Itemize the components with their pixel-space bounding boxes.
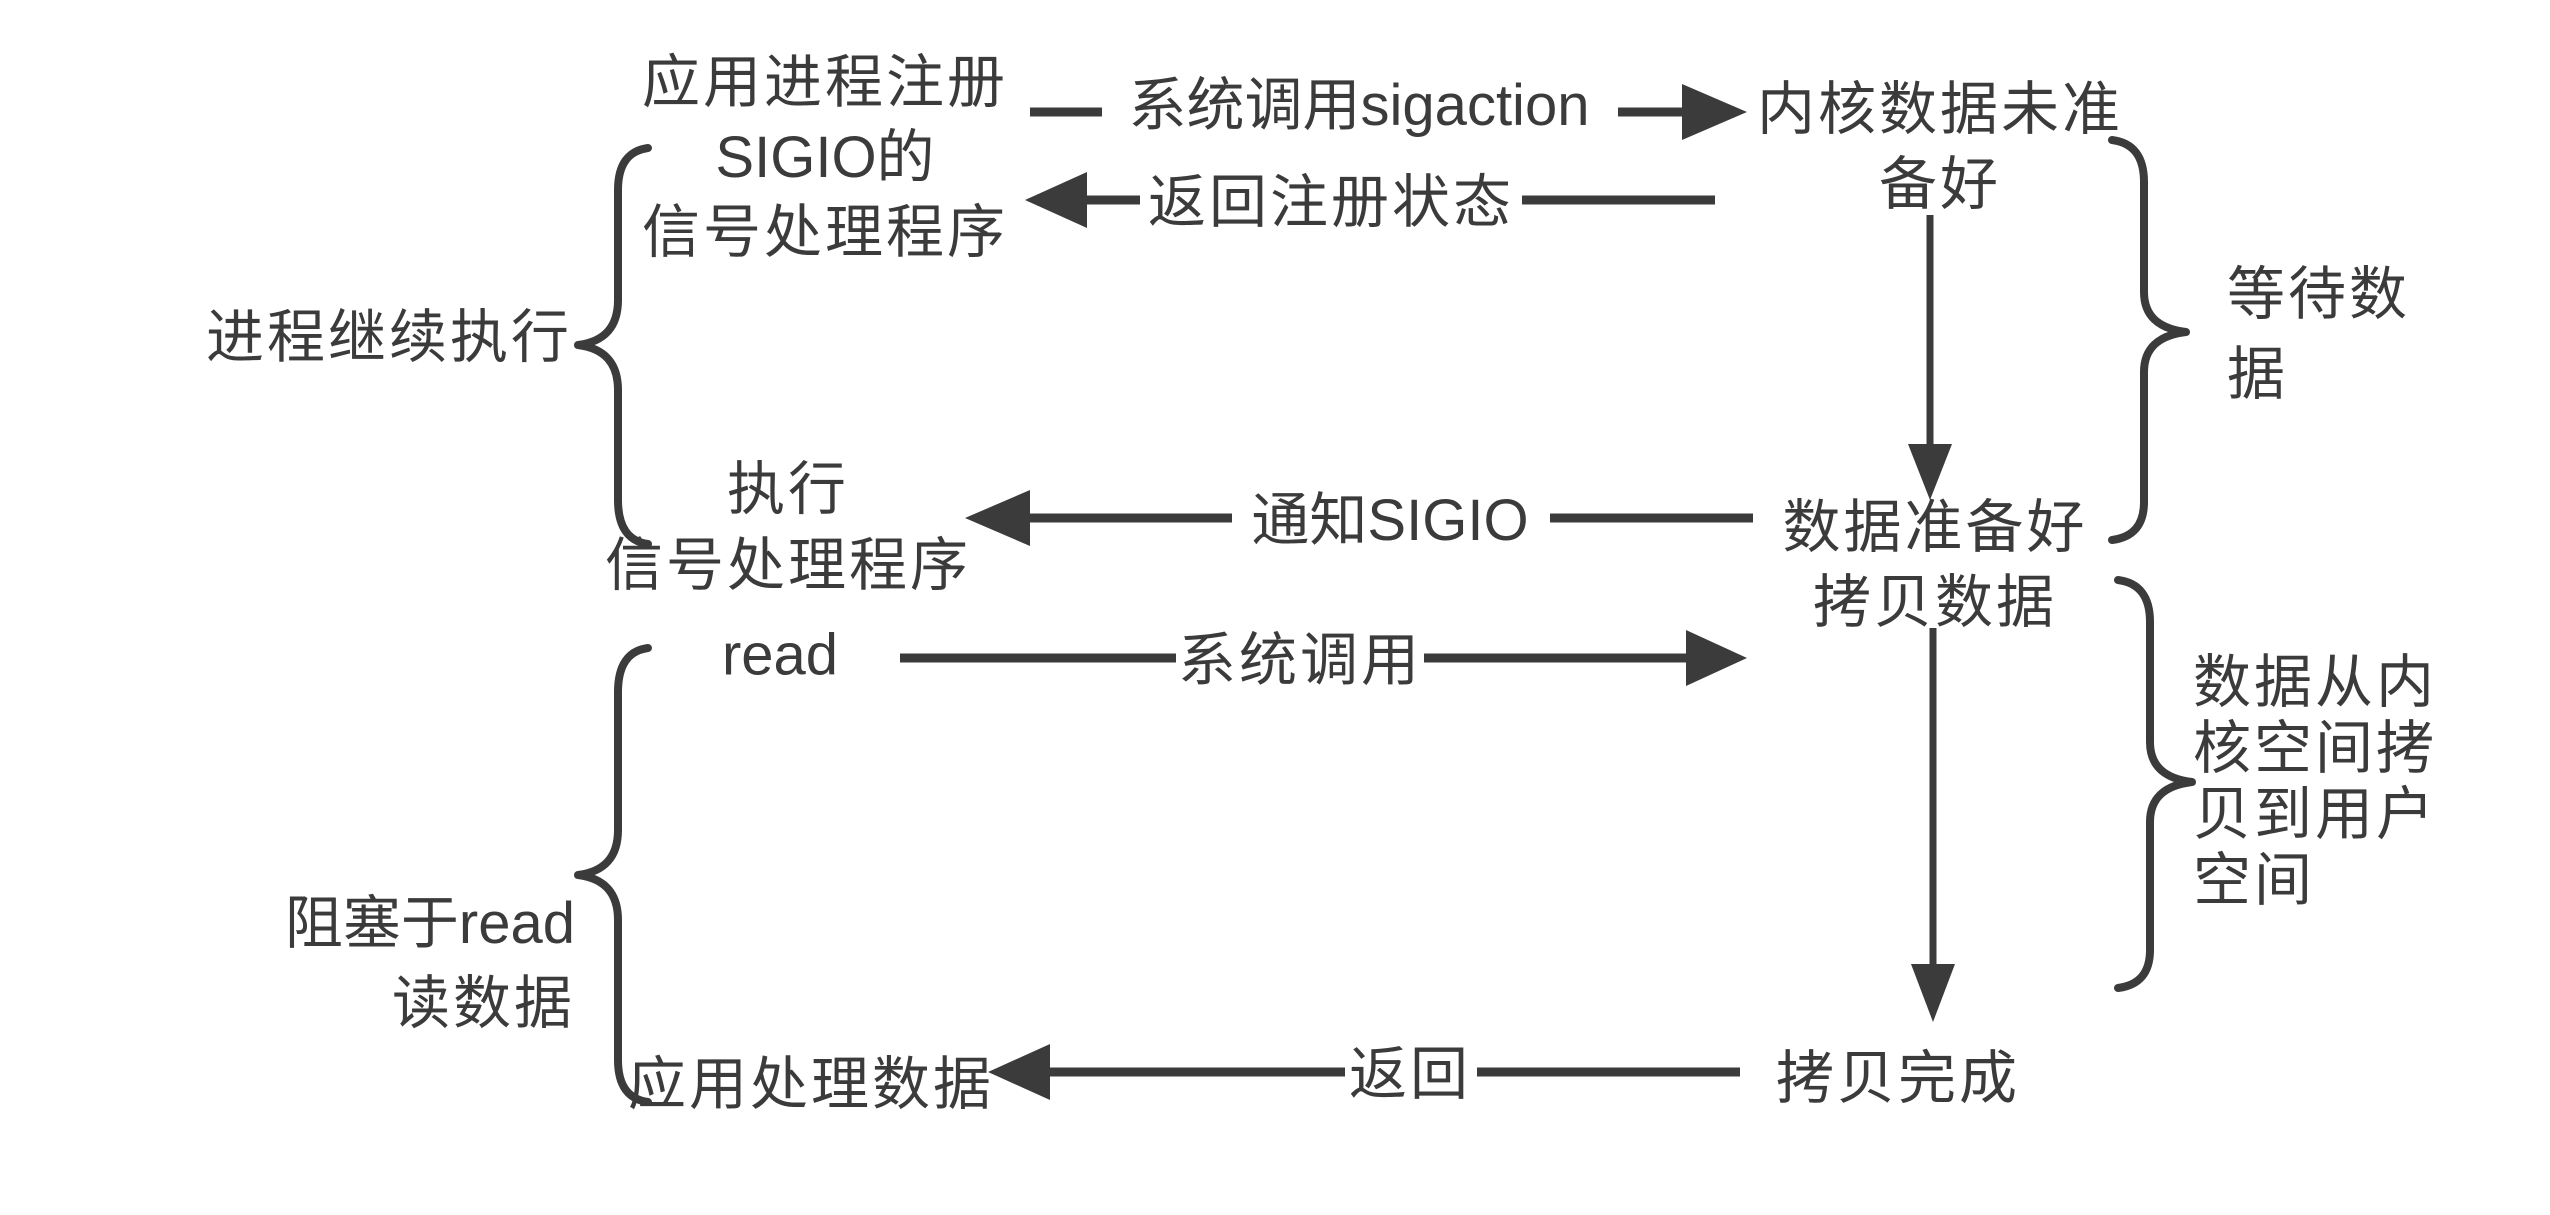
right-brace-wait-data-icon: [2108, 136, 2190, 544]
label-wait-data: 等待数 据: [2227, 255, 2410, 415]
arrow-label-notify-sigio: 通知SIGIO: [1251, 488, 1529, 553]
arrowhead-right-icon: [1682, 84, 1747, 140]
label-copy-to-user-line4: 空间: [2193, 848, 2316, 913]
node-exec-handler-line2: 信号处理程序: [604, 533, 972, 598]
label-copy-to-user-line3: 贝到用户: [2193, 782, 2438, 847]
arrow-label-return-result: 返回: [1348, 1042, 1472, 1107]
label-wait-data-line2: 据: [2227, 342, 2289, 407]
arrowhead-right-icon: [1686, 630, 1747, 686]
node-exec-handler: 执行 信号处理程序: [605, 452, 971, 604]
arrow-read-syscall: [900, 630, 1747, 686]
arrowhead-left-icon: [965, 490, 1030, 546]
arrowhead-left-icon: [988, 1044, 1050, 1100]
label-wait-data-line1: 等待数: [2227, 262, 2411, 327]
node-read-call: read: [721, 622, 839, 688]
node-process-data: 应用处理数据: [627, 1052, 995, 1117]
label-copy-to-user-line2: 核空间拷: [2193, 716, 2438, 781]
left-brace-blocked-on-read-icon: [574, 644, 652, 1106]
arrow-return-result: [988, 1044, 1740, 1100]
node-exec-handler-line1: 执行: [726, 457, 850, 522]
arrowhead-down-icon: [1908, 444, 1952, 500]
label-copy-to-user: 数据从内 核空间拷 贝到用户 空间: [2193, 650, 2437, 914]
arrowhead-down-icon: [1911, 964, 1955, 1022]
node-register-handler-line3: 信号处理程序: [641, 200, 1009, 265]
node-data-not-ready-line1: 内核数据未准: [1756, 77, 2124, 142]
node-data-ready: 数据准备好 拷贝数据: [1782, 490, 2087, 640]
label-process-continues: 进程继续执行: [205, 305, 573, 370]
label-blocked-on-read-line2: 读数据: [391, 971, 575, 1036]
right-brace-copy-to-user-icon: [2114, 576, 2196, 992]
node-data-ready-line2: 拷贝数据: [1812, 570, 2058, 635]
node-data-not-ready: 内核数据未准 备好: [1757, 72, 2123, 222]
node-register-handler-line2: SIGIO的: [715, 125, 935, 190]
left-brace-process-continues-icon: [574, 144, 652, 548]
arrow-label-sigaction-call: 系统调用sigaction: [1128, 73, 1590, 138]
arrow-copy-progress: [1911, 628, 1955, 1022]
node-copy-complete: 拷贝完成: [1775, 1046, 2021, 1111]
label-copy-to-user-line1: 数据从内: [2193, 650, 2438, 715]
node-data-not-ready-line2: 备好: [1878, 152, 2002, 217]
arrow-sigaction-call: [1030, 84, 1747, 140]
node-register-handler: 应用进程注册 SIGIO的 信号处理程序: [642, 45, 1008, 270]
arrow-wait-progress: [1908, 215, 1952, 500]
label-blocked-on-read: 阻塞于read 读数据: [285, 884, 575, 1044]
label-blocked-on-read-line1: 阻塞于read: [284, 891, 575, 956]
node-register-handler-line1: 应用进程注册: [641, 50, 1009, 115]
arrowhead-left-icon: [1025, 172, 1087, 228]
node-data-ready-line1: 数据准备好: [1782, 495, 2088, 560]
arrow-notify-sigio: [965, 490, 1753, 546]
arrow-return-registration: [1025, 172, 1715, 228]
arrow-label-return-registration: 返回注册状态: [1147, 170, 1515, 235]
arrow-label-read-syscall: 系统调用: [1177, 628, 1423, 693]
